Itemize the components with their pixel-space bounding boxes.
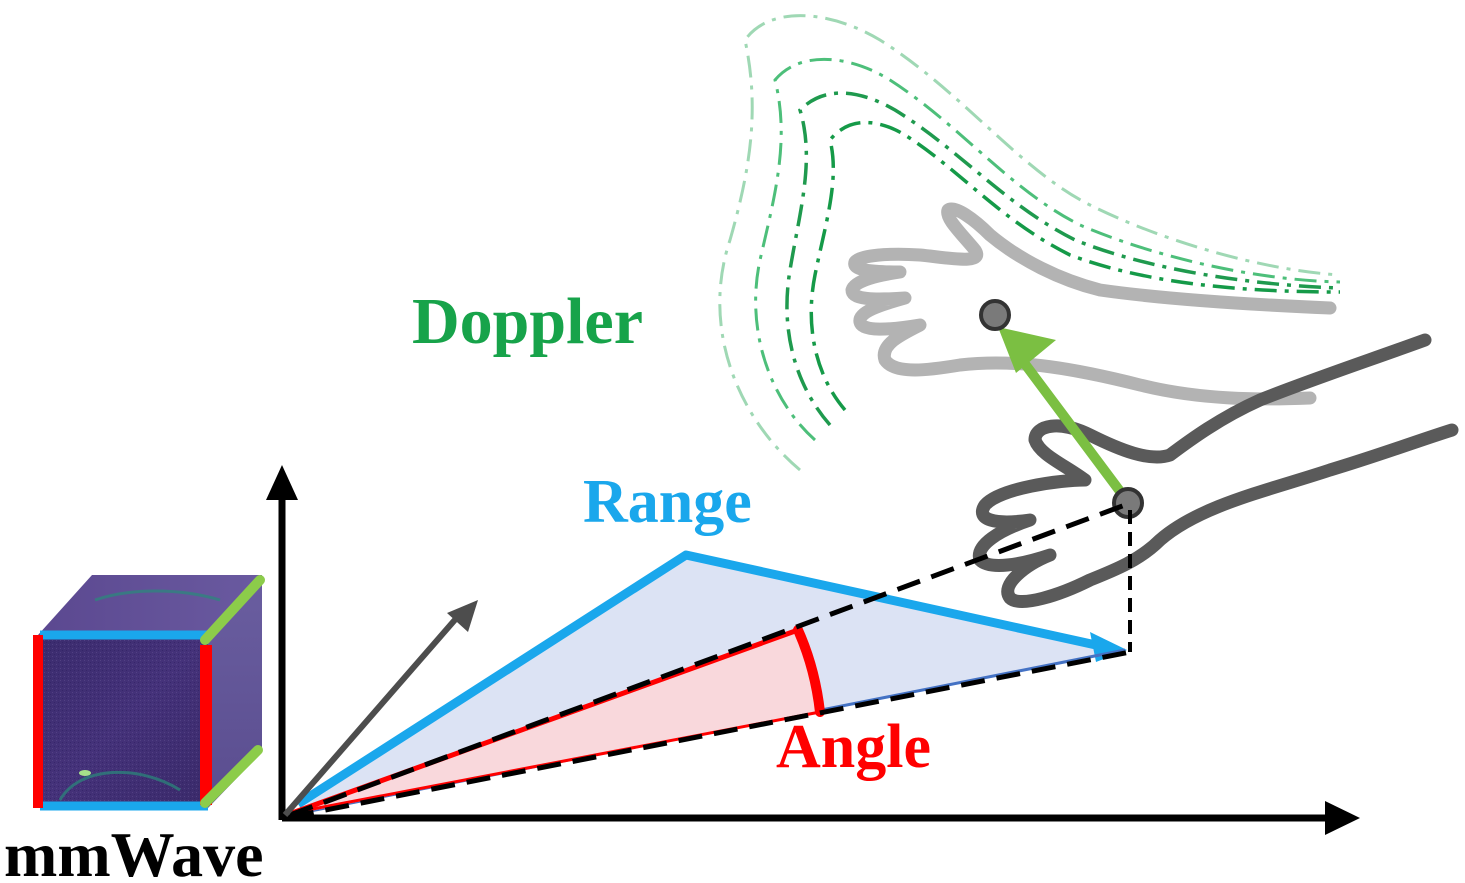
- doppler-label: Doppler: [412, 285, 643, 358]
- mmwave-data-cube-icon: [33, 575, 265, 811]
- range-label: Range: [583, 468, 752, 536]
- hand-outline-current-icon: [972, 333, 1459, 608]
- motion-vector-arrow-icon: [998, 327, 1133, 507]
- projection-lines: [289, 502, 1131, 820]
- hand-outline-previous-icon: [845, 202, 1337, 406]
- mmwave-label: mmWave: [4, 819, 264, 883]
- angle-label: Angle: [776, 713, 931, 781]
- hand-point-previous: [979, 299, 1011, 331]
- axes: [266, 465, 1360, 835]
- doppler-waves: [718, 14, 1341, 472]
